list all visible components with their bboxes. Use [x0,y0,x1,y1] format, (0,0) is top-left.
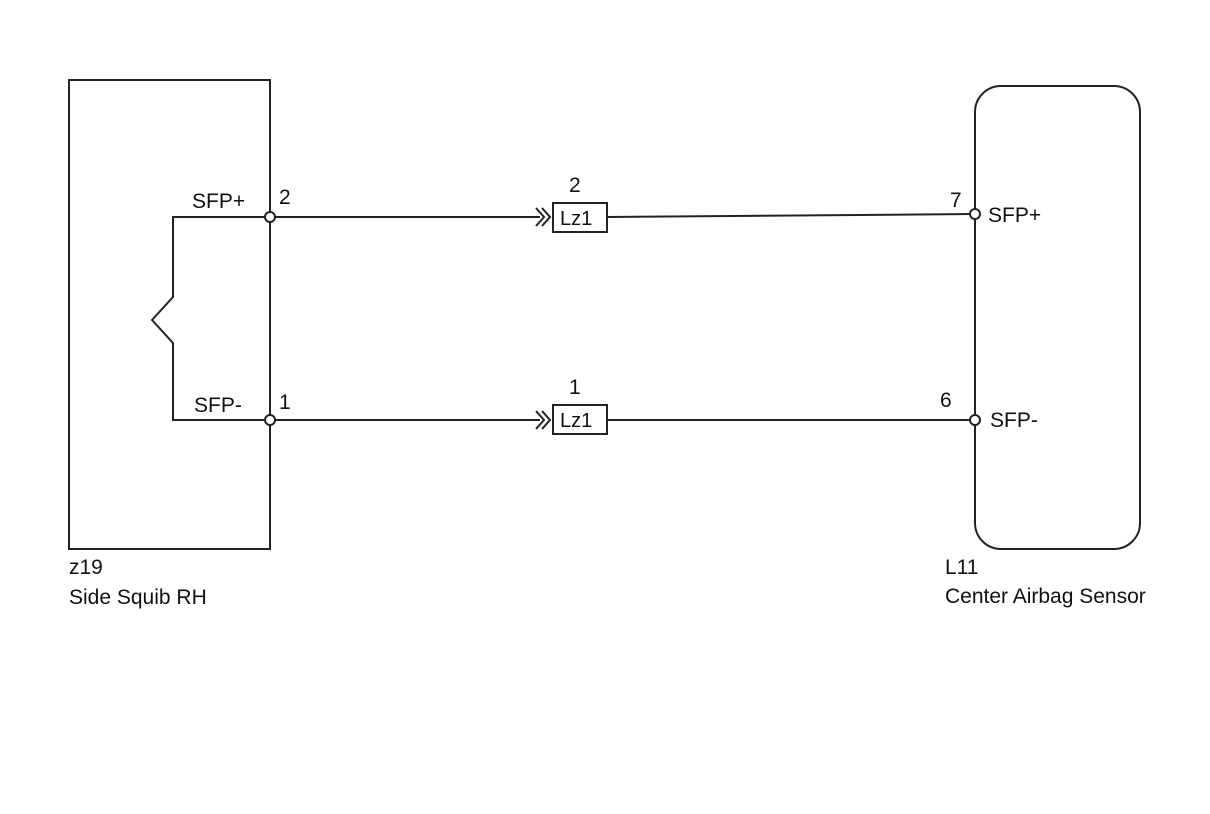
squib-component-code: z19 [69,556,103,579]
connector-code: Lz1 [560,410,592,432]
squib-pin-number-1: 1 [279,391,291,414]
connector-box [552,202,608,233]
connector-pin-number: 2 [569,174,581,197]
squib-terminal-pin-1 [264,414,276,426]
connector-arrow-icon [535,410,552,430]
side-squib-body [68,79,271,550]
squib-pin-signal-sfp-plus: SFP+ [192,190,245,213]
sensor-pin-number-7: 7 [950,189,962,212]
connector-code: Lz1 [560,208,592,230]
sensor-component-name: Center Airbag Sensor [945,585,1146,608]
sensor-pin-signal-sfp-minus: SFP- [990,409,1038,432]
sensor-terminal-pin-6 [969,414,981,426]
squib-element-symbol [150,216,270,421]
squib-pin-signal-sfp-minus: SFP- [194,394,242,417]
airbag-sensor-body [974,85,1141,550]
connector-pin-number: 1 [569,376,581,399]
sensor-terminal-pin-7 [969,208,981,220]
sensor-component-code: L11 [945,556,978,579]
side-squib-component: SFP+ SFP- 2 1 z19 Side Squib RH [68,79,291,609]
sensor-pin-signal-sfp-plus: SFP+ [988,204,1041,227]
wire-sfp-plus: Lz1 2 [270,174,976,233]
squib-terminal-pin-2 [264,211,276,223]
sensor-pin-number-6: 6 [940,389,952,412]
wire-sfp-minus: Lz1 1 [270,376,975,435]
connector-arrow-icon [535,207,552,227]
squib-component-name: Side Squib RH [69,586,207,609]
squib-pin-number-2: 2 [279,186,291,209]
airbag-sensor-component: 7 SFP+ 6 SFP- L11 Center Airbag Sensor [940,85,1146,608]
